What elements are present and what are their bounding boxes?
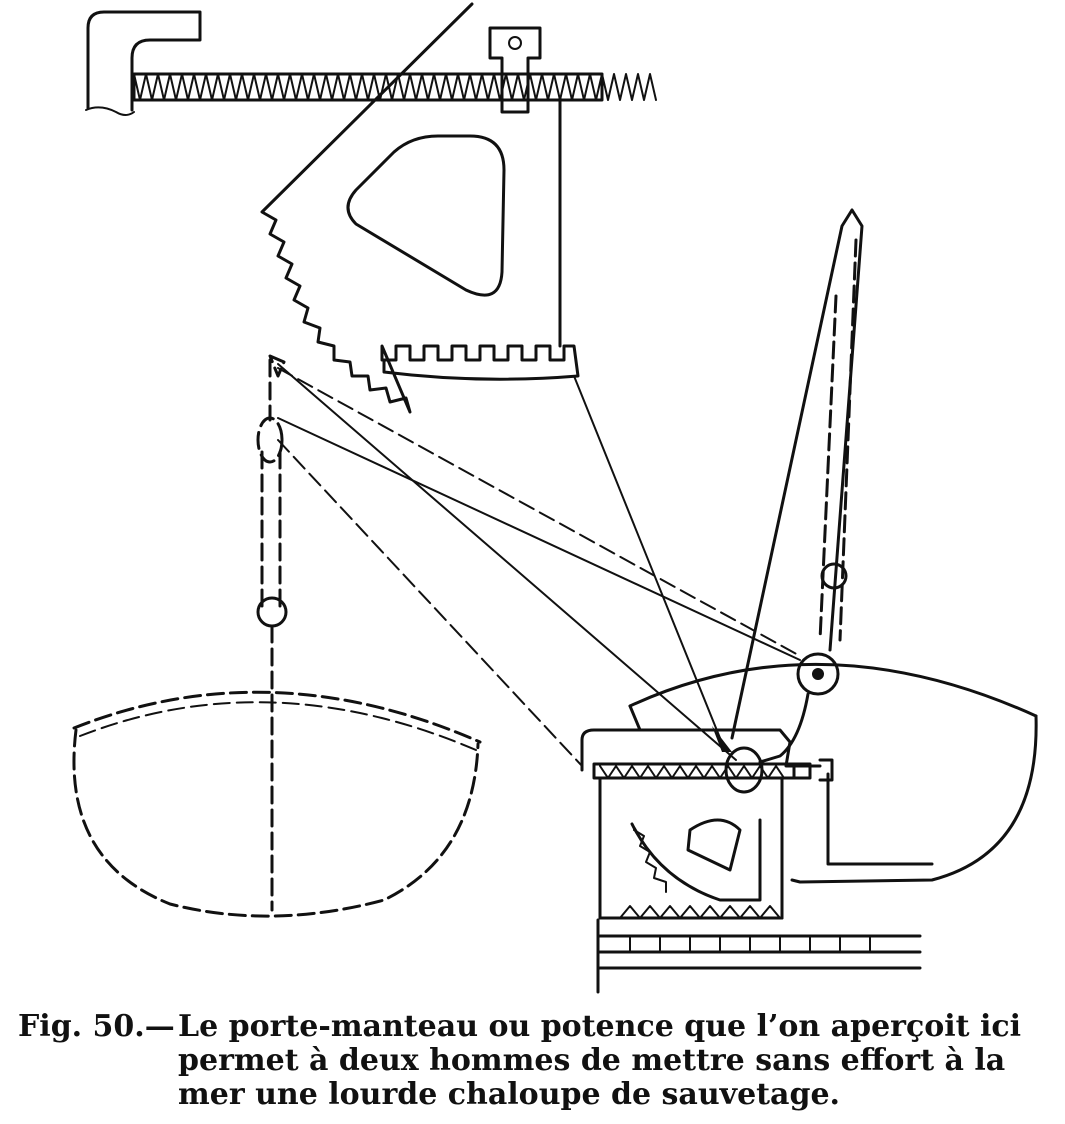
screw-thread (133, 73, 657, 101)
inset-detail (85, 2, 657, 414)
stowed-boat-hull (628, 704, 1038, 884)
caption-line: Le porte-manteau ou potence que l’on ape… (178, 1009, 1022, 1044)
figure-caption: Fig. 50.— Le porte-manteau ou potence qu… (18, 1010, 1058, 1112)
stowed-boat-gunwale (628, 662, 1038, 718)
davit-sheave (796, 652, 840, 696)
sector-opening (346, 134, 506, 297)
davit-arm (730, 208, 864, 764)
falls-lines (277, 363, 801, 767)
caption-text: Le porte-manteau ou potence que l’on ape… (178, 1010, 1058, 1112)
winch-housing (580, 728, 922, 994)
housing-sector (630, 818, 762, 902)
toothed-sector (260, 2, 580, 414)
davit-diagram (72, 2, 1038, 994)
housing-frame (580, 728, 822, 772)
caption-line: mer une lourde chaloupe de sauvetage. (178, 1077, 840, 1112)
caption-line: permet à deux hommes de mettre sans effo… (178, 1043, 1006, 1078)
caption-label: Fig. 50.— (18, 1009, 175, 1044)
lower-block (256, 596, 288, 628)
winch-drum (724, 746, 764, 794)
stowed-boat-group (628, 662, 1038, 884)
bent-bracket (86, 10, 202, 112)
housing-base (596, 916, 922, 994)
lowered-boat-hull (72, 728, 480, 918)
housing-box (598, 776, 784, 920)
davit-pulley (820, 562, 848, 590)
davit-post (730, 208, 864, 740)
screw-clamp (488, 26, 542, 114)
lowered-boat-group (72, 354, 482, 918)
lowered-boat-gunwale (72, 690, 482, 744)
